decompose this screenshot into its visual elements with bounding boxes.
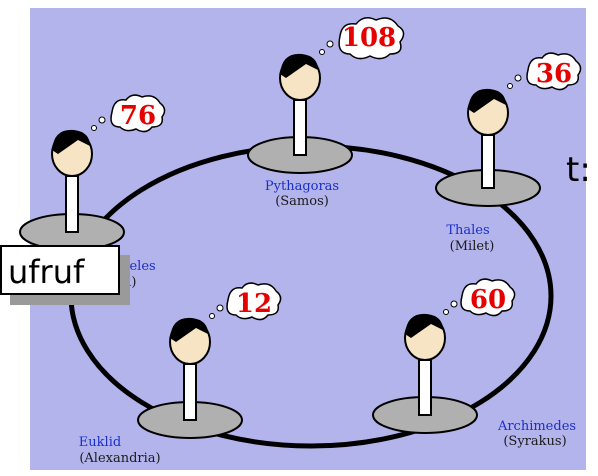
slide-text-fragment: t:	[566, 150, 591, 190]
thought-dot	[507, 83, 513, 89]
node-name: Pythagoras	[265, 179, 339, 194]
thought-dot	[443, 309, 449, 315]
thought-dot	[216, 304, 224, 312]
node-place: (Samos)	[275, 194, 329, 209]
node-value: 76	[120, 101, 156, 131]
thought-cloud	[526, 52, 582, 91]
thought-dot	[450, 300, 458, 308]
node-name: Archimedes	[497, 419, 576, 434]
thought-dot	[319, 49, 325, 55]
node-value: 12	[236, 289, 272, 319]
node-name: Thales	[446, 223, 489, 238]
node-aristoteles: 76 teles a)	[19, 94, 166, 290]
thought-cloud	[460, 278, 516, 317]
person-body	[481, 134, 495, 189]
node-name: teles	[124, 259, 155, 274]
thought-cloud	[226, 282, 282, 321]
node-place: a)	[124, 275, 137, 290]
person-body	[293, 99, 307, 156]
node-place: (Alexandria)	[79, 451, 160, 466]
thought-dot	[326, 40, 334, 48]
thought-dot	[209, 313, 215, 319]
node-value: 36	[536, 59, 572, 89]
node-thales: 36 Thales (Milet)	[435, 52, 582, 254]
node-archimedes: 60 Archimedes (Syrakus)	[372, 278, 576, 449]
person-hair	[170, 317, 208, 342]
node-pythagoras: 108 Pythagoras (Samos)	[247, 17, 405, 209]
thought-dot	[514, 74, 522, 82]
thought-cloud	[110, 94, 166, 133]
node-name: Euklid	[79, 435, 121, 450]
thought-cloud	[338, 17, 405, 60]
thought-dot	[91, 125, 97, 131]
callout-text: ufruf	[8, 253, 85, 291]
person-hair	[52, 129, 90, 154]
node-place: (Syrakus)	[503, 434, 566, 449]
node-euklid: 12 Euklid (Alexandria)	[79, 282, 282, 466]
person-body	[418, 359, 432, 416]
person-hair	[405, 313, 443, 338]
callout-box: ufruf	[0, 245, 120, 295]
thought-dot	[98, 116, 106, 124]
node-place: (Milet)	[450, 239, 495, 254]
person-body	[65, 175, 79, 233]
person-hair	[468, 88, 506, 113]
person-body	[183, 363, 197, 421]
node-value: 108	[342, 23, 396, 53]
node-value: 60	[470, 285, 506, 315]
person-hair	[280, 53, 318, 78]
